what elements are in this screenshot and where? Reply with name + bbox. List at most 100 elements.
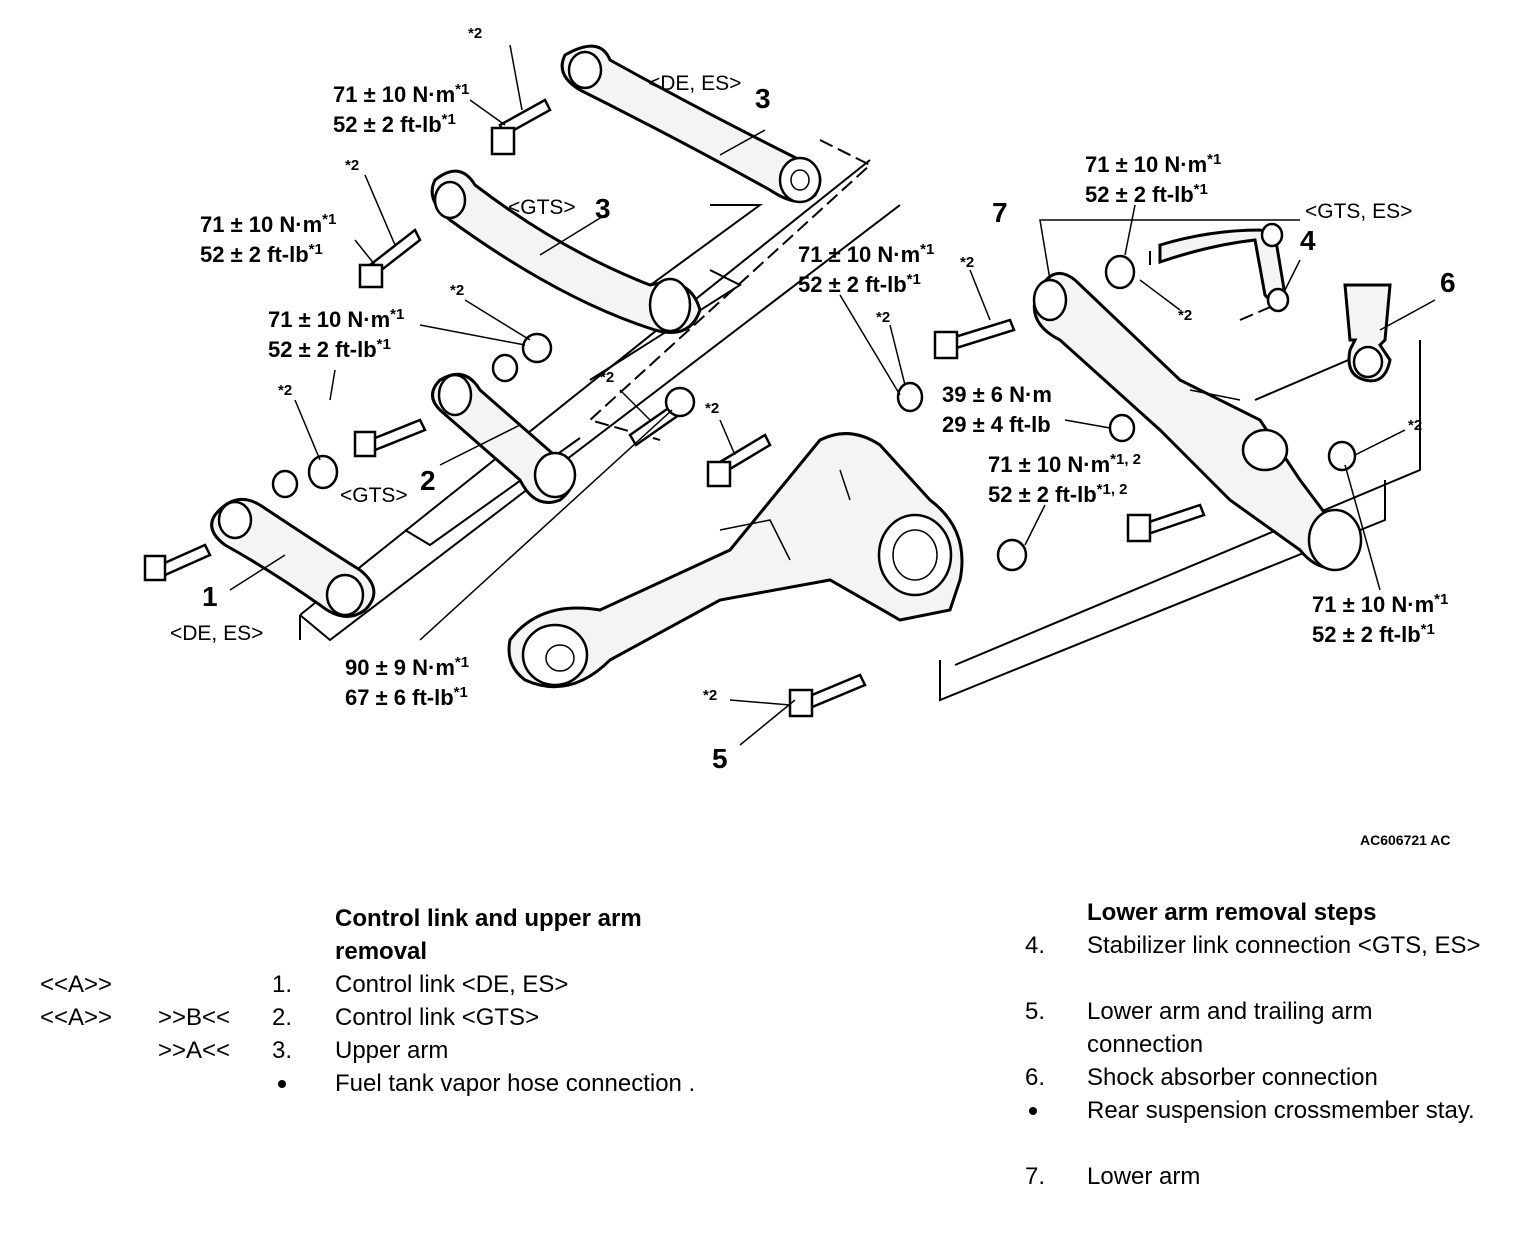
list-item: Fuel tank vapor hose connection . (40, 1067, 800, 1100)
torque-spec: 71 ± 10 N·m*1 52 ± 2 ft-lb*1 (798, 241, 934, 297)
note-marker: *2 (876, 309, 890, 326)
variant-label: <DE, ES> (170, 622, 263, 645)
flag-b: >>B<< (158, 1004, 231, 1031)
figure-code: AC606721 AC (1360, 832, 1451, 848)
svg-text:67 ± 6 ft-lb*1: 67 ± 6 ft-lb*1 (345, 684, 468, 710)
svg-text:52 ± 2 ft-lb*1: 52 ± 2 ft-lb*1 (1085, 181, 1208, 207)
torque-spec: 71 ± 10 N·m*1 52 ± 2 ft-lb*1 (1085, 151, 1221, 207)
svg-text:71 ± 10 N·m*1, 2: 71 ± 10 N·m*1, 2 (988, 451, 1141, 477)
list-item: Rear suspension crossmember stay. (1025, 1094, 1495, 1160)
exploded-suspension-diagram: 3 3 2 1 4 5 6 7 <DE, ES> <GTS> <GTS> <DE… (143, 25, 1456, 848)
note-marker: *2 (705, 400, 719, 417)
step-text: Control link <DE, ES> (335, 971, 569, 998)
note-marker: *2 (278, 382, 292, 399)
list-item: <<A>> 1. Control link <DE, ES> (40, 968, 800, 1001)
control-link-gts (431, 372, 577, 504)
svg-text:52 ± 2 ft-lb*1, 2: 52 ± 2 ft-lb*1, 2 (988, 481, 1128, 507)
right-removal-list: Lower arm removal steps 4. Stabilizer li… (1025, 896, 1495, 1193)
step-text: Shock absorber connection (1087, 1064, 1378, 1091)
torque-spec: 71 ± 10 N·m*1 52 ± 2 ft-lb*1 (200, 211, 336, 267)
flag-b: >>A<< (158, 1037, 231, 1064)
callout-4: 4 (1300, 225, 1316, 256)
torque-spec: 71 ± 10 N·m*1 52 ± 2 ft-lb*1 (268, 306, 404, 362)
note-marker: *2 (1178, 307, 1192, 324)
variant-label: <GTS> (340, 484, 408, 507)
variant-label: <GTS, ES> (1305, 200, 1412, 223)
svg-text:52 ± 2 ft-lb*1: 52 ± 2 ft-lb*1 (333, 111, 456, 137)
reference-line (299, 204, 901, 642)
stabilizer-link (1158, 222, 1290, 313)
svg-text:71 ± 10 N·m*1: 71 ± 10 N·m*1 (798, 241, 934, 267)
flag-a: <<A>> (40, 971, 113, 998)
callout-6: 6 (1440, 267, 1456, 298)
variant-label: <DE, ES> (648, 72, 741, 95)
leader-lines (229, 44, 1436, 746)
step-text: Lower arm (1087, 1163, 1201, 1190)
svg-text:71 ± 10 N·m*1: 71 ± 10 N·m*1 (268, 306, 404, 332)
callout-7: 7 (992, 197, 1008, 228)
svg-text:71 ± 10 N·m*1: 71 ± 10 N·m*1 (1312, 591, 1448, 617)
step-number: 7. (1025, 1163, 1046, 1190)
left-removal-list: Control link and upper arm removal <<A>>… (40, 902, 800, 1100)
step-number: 1. (272, 971, 293, 998)
right-list-heading: Lower arm removal steps (1087, 899, 1377, 926)
upper-arm-de-es (560, 44, 822, 204)
flag-a: <<A>> (40, 1004, 113, 1031)
svg-text:52 ± 2 ft-lb*1: 52 ± 2 ft-lb*1 (200, 241, 323, 267)
reference-line (1254, 354, 1361, 401)
torque-spec: 71 ± 10 N·m*1 52 ± 2 ft-lb*1 (333, 81, 469, 137)
variant-label: <GTS> (508, 196, 576, 219)
shock-absorber (1343, 283, 1392, 383)
reference-line (939, 480, 1386, 702)
list-item: >>A<< 3. Upper arm (40, 1034, 800, 1067)
callout-3-de-es: 3 (755, 83, 771, 114)
step-text: Fuel tank vapor hose connection . (335, 1070, 696, 1097)
note-marker: *2 (960, 254, 974, 271)
note-marker: *2 (345, 157, 359, 174)
reference-line (589, 269, 743, 381)
torque-spec: 39 ± 6 N·m 29 ± 4 ft-lb (942, 382, 1052, 437)
note-marker: *2 (1408, 417, 1422, 434)
note-marker: *2 (468, 25, 482, 42)
svg-text:52 ± 2 ft-lb*1: 52 ± 2 ft-lb*1 (798, 271, 921, 297)
svg-text:71 ± 10 N·m*1: 71 ± 10 N·m*1 (1085, 151, 1221, 177)
list-item: 7. Lower arm (1025, 1160, 1495, 1193)
svg-text:29 ± 4 ft-lb: 29 ± 4 ft-lb (942, 412, 1051, 437)
note-marker: *2 (450, 282, 464, 299)
reference-line (299, 159, 871, 616)
reference-line (629, 204, 764, 301)
step-number: 3. (272, 1037, 293, 1064)
reference-line (954, 340, 1421, 666)
step-number: 5. (1025, 998, 1046, 1025)
step-number: 4. (1025, 932, 1046, 959)
left-list-heading: Control link and upper arm removal (335, 905, 642, 965)
svg-text:71 ± 10 N·m*1: 71 ± 10 N·m*1 (333, 81, 469, 107)
bullet-icon (1029, 1107, 1037, 1115)
step-number: 6. (1025, 1064, 1046, 1091)
torque-spec: 71 ± 10 N·m*1, 2 52 ± 2 ft-lb*1, 2 (988, 451, 1141, 507)
svg-text:52 ± 2 ft-lb*1: 52 ± 2 ft-lb*1 (1312, 621, 1435, 647)
step-text: Upper arm (335, 1037, 449, 1064)
upper-arm-gts (430, 169, 702, 334)
torque-spec: 90 ± 9 N·m*1 67 ± 6 ft-lb*1 (345, 654, 469, 710)
bullet-icon (278, 1080, 286, 1088)
svg-text:71 ± 10 N·m*1: 71 ± 10 N·m*1 (200, 211, 336, 237)
callout-2: 2 (420, 465, 436, 496)
list-item: 5. Lower arm and trailing arm connection (1025, 995, 1495, 1061)
step-number: 2. (272, 1004, 293, 1031)
list-item: 6. Shock absorber connection (1025, 1061, 1495, 1094)
svg-text:39 ± 6 N·m: 39 ± 6 N·m (942, 382, 1052, 407)
step-text: Stabilizer link connection <GTS, ES> (1087, 932, 1481, 959)
callout-3-gts: 3 (595, 193, 611, 224)
callout-5: 5 (712, 743, 728, 774)
control-link-de-es (210, 497, 376, 618)
svg-text:90 ± 9 N·m*1: 90 ± 9 N·m*1 (345, 654, 469, 680)
step-text: Lower arm and trailing arm connection (1087, 998, 1373, 1058)
callout-1: 1 (202, 581, 218, 612)
list-item: <<A>> >>B<< 2. Control link <GTS> (40, 1001, 800, 1034)
list-item: 4. Stabilizer link connection <GTS, ES> (1025, 929, 1495, 995)
step-text: Rear suspension crossmember stay. (1087, 1097, 1475, 1124)
lower-arm (1032, 271, 1363, 572)
trailing-arm-knuckle (507, 432, 964, 689)
svg-text:52 ± 2 ft-lb*1: 52 ± 2 ft-lb*1 (268, 336, 391, 362)
